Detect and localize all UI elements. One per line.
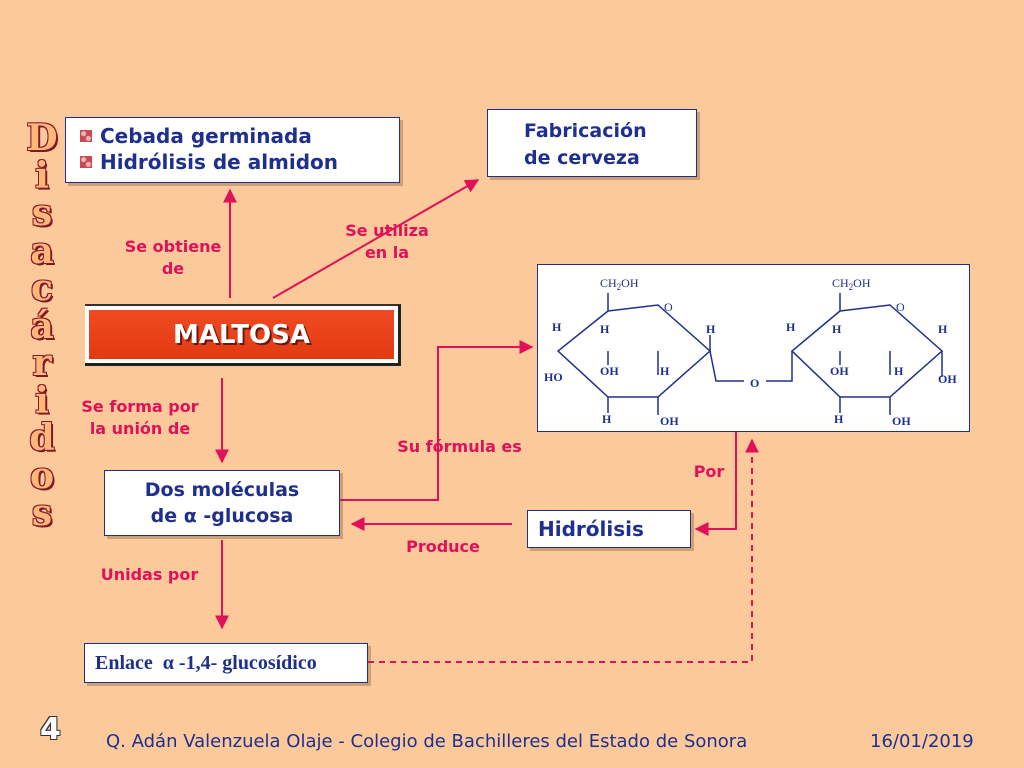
label-formed-line-1: Se forma por: [81, 397, 199, 416]
atom-ho: HO: [544, 370, 563, 384]
atom-h: H: [660, 364, 670, 378]
label-joined: Unidas por: [82, 564, 217, 586]
maltosa-fill: MALTOSA: [89, 310, 394, 359]
maltosa-label: MALTOSA: [173, 319, 310, 350]
arrow-to-structure: [340, 340, 534, 501]
label-formula-text: Su fórmula es: [397, 437, 522, 456]
label-obtained-line-2: de: [161, 259, 185, 278]
footer-date: 16/01/2019: [870, 731, 974, 752]
ring-2: [790, 304, 944, 398]
bond-label: Enlace α -1,4- glucosídico: [95, 652, 317, 674]
label-obtained-line-1: Se obtiene: [124, 237, 222, 256]
source-item-label: Cebada germinada: [100, 124, 312, 148]
label-used-line-1: Se utiliza: [345, 221, 429, 240]
molecules-line-2: de α -glucosa: [150, 505, 294, 527]
sources-box: Cebada germinada Hidrólisis de almidon: [65, 117, 400, 183]
atom-h: H: [706, 322, 716, 336]
label-produces-text: Produce: [406, 537, 480, 556]
bullet-icon: [80, 156, 92, 168]
atom-h: H: [834, 412, 844, 426]
title-letter: r: [32, 342, 52, 384]
atom-ch2: CH2OH: [832, 276, 871, 292]
title-letter: i: [35, 154, 49, 197]
slide-number: 4: [40, 712, 61, 747]
atom-h: H: [832, 322, 842, 336]
atom-o: O: [664, 300, 673, 314]
bond-box: Enlace α -1,4- glucosídico: [84, 643, 368, 683]
atom-h: H: [600, 322, 610, 336]
molecules-box: Dos moléculas de α -glucosa: [104, 470, 340, 536]
title-letter: a: [30, 229, 54, 272]
glycosidic-bond: [766, 351, 793, 382]
arrow-to-hydrolysis: [694, 432, 737, 536]
atom-o: O: [896, 300, 905, 314]
label-by-text: Por: [693, 462, 725, 481]
atom-oh: OH: [660, 414, 679, 428]
dashed-arrow-to-structure: [368, 438, 759, 663]
title-letter: d: [29, 417, 55, 459]
title-letter: á: [30, 304, 54, 347]
label-formed-line-2: la unión de: [89, 419, 191, 438]
title-letter: i: [35, 379, 49, 422]
title-letter: s: [31, 492, 53, 534]
atom-h: H: [552, 320, 562, 334]
atom-h: H: [894, 364, 904, 378]
label-formed: Se forma por la unión de: [60, 396, 220, 440]
ring-1: [556, 304, 712, 398]
source-item: Hidrólisis de almidon: [80, 149, 399, 175]
atom-oh: OH: [938, 372, 957, 386]
title-letter: s: [31, 192, 53, 234]
label-by: Por: [684, 461, 734, 483]
structure-box: CH2OH O H H H HO OH H H OH O CH2OH O H H…: [537, 264, 970, 432]
hydrolysis-label: Hidrólisis: [538, 517, 644, 541]
atom-h: H: [602, 412, 612, 426]
arrow-to-use: [272, 179, 480, 299]
label-obtained: Se obtiene de: [108, 236, 238, 280]
molecules-line-1: Dos moléculas: [144, 479, 300, 501]
title-letter: D: [26, 117, 58, 159]
maltosa-box: MALTOSA: [85, 304, 401, 366]
footer-credit: Q. Adán Valenzuela Olaje - Colegio de Ba…: [106, 731, 748, 752]
use-box: Fabricación de cerveza: [487, 109, 697, 177]
hydrolysis-box: Hidrólisis: [527, 510, 691, 548]
maltose-structure: CH2OH O H H H HO OH H H OH O CH2OH O H H…: [544, 276, 957, 428]
atom-oh: OH: [830, 364, 849, 378]
atom-h: H: [786, 320, 796, 334]
bullet-icon: [80, 130, 92, 142]
title-letter: o: [29, 454, 54, 497]
label-joined-text: Unidas por: [100, 565, 199, 584]
label-used: Se utiliza en la: [322, 220, 452, 264]
use-line-2: de cerveza: [524, 147, 640, 169]
label-used-line-2: en la: [364, 243, 410, 262]
source-item-label: Hidrólisis de almidon: [100, 150, 339, 174]
atom-h: H: [938, 322, 948, 336]
atom-ch2: CH2OH: [600, 276, 639, 292]
label-produces: Produce: [388, 536, 498, 558]
atom-oh: OH: [892, 414, 911, 428]
atom-oh: OH: [600, 364, 619, 378]
title-letter: c: [31, 267, 53, 309]
label-formula: Su fórmula es: [372, 436, 547, 458]
glycosidic-bond: [709, 350, 744, 382]
atom-o-bridge: O: [750, 376, 759, 390]
use-line-1: Fabricación: [524, 120, 647, 142]
vertical-title: D i s a c á r i d o s: [22, 117, 62, 534]
source-item: Cebada germinada: [80, 123, 399, 149]
